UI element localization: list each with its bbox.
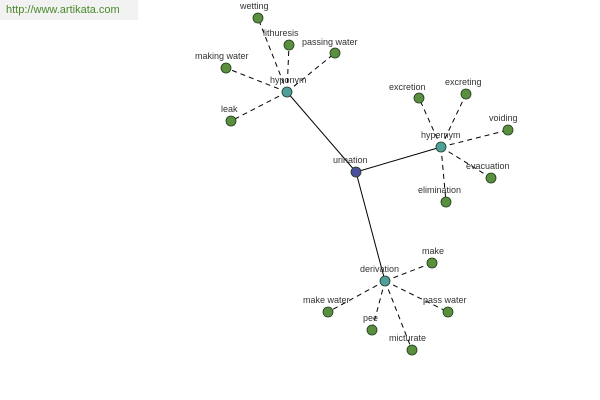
hub-label-hyponym[interactable]: hyponym xyxy=(270,75,307,85)
leaf-label-voiding[interactable]: voiding xyxy=(489,113,518,123)
root-label-urination[interactable]: urination xyxy=(333,155,368,165)
leaf-node-micturate[interactable] xyxy=(406,344,418,356)
leaf-label-leak[interactable]: leak xyxy=(221,104,238,114)
graph-edges xyxy=(225,17,509,351)
leaf-label-excretion[interactable]: excretion xyxy=(389,82,426,92)
edge-urination-hypernym xyxy=(355,146,442,173)
edge-hypernym-voiding xyxy=(440,129,509,148)
leaf-node-elimination[interactable] xyxy=(440,196,452,208)
leaf-node-lithuresis[interactable] xyxy=(283,39,295,51)
leaf-label-pass-water[interactable]: pass water xyxy=(423,295,467,305)
edge-urination-hyponym xyxy=(286,91,357,173)
leaf-node-excretion[interactable] xyxy=(413,92,425,104)
header-bar: http://www.artikata.com xyxy=(0,0,138,20)
leaf-node-pass-water[interactable] xyxy=(442,306,454,318)
leaf-node-voiding[interactable] xyxy=(502,124,514,136)
leaf-label-passing-water[interactable]: passing water xyxy=(302,37,358,47)
root-node-urination[interactable] xyxy=(350,166,362,178)
hub-label-derivation[interactable]: derivation xyxy=(360,264,399,274)
edge-hyponym-wetting xyxy=(257,17,288,93)
edge-hyponym-leak xyxy=(230,91,288,122)
edge-derivation-micturate xyxy=(384,280,413,351)
leaf-node-make[interactable] xyxy=(426,257,438,269)
leaf-label-excreting[interactable]: excreting xyxy=(445,77,482,87)
leaf-label-make-water[interactable]: make water xyxy=(303,295,350,305)
edge-hypernym-elimination xyxy=(440,146,447,203)
leaf-label-make[interactable]: make xyxy=(422,246,444,256)
leaf-label-pee[interactable]: pee xyxy=(363,313,378,323)
hub-node-hypernym[interactable] xyxy=(435,141,447,153)
edge-hypernym-evacuation xyxy=(440,146,492,179)
site-url-link[interactable]: http://www.artikata.com xyxy=(6,4,120,16)
leaf-node-passing-water[interactable] xyxy=(329,47,341,59)
leaf-label-micturate[interactable]: micturate xyxy=(389,333,426,343)
edge-hyponym-making-water xyxy=(225,67,288,93)
leaf-label-elimination[interactable]: elimination xyxy=(418,185,461,195)
edge-hypernym-excreting xyxy=(440,93,467,148)
leaf-label-wetting[interactable]: wetting xyxy=(239,1,269,11)
leaf-node-make-water[interactable] xyxy=(322,306,334,318)
leaf-label-making-water[interactable]: making water xyxy=(195,51,249,61)
edge-derivation-make-water xyxy=(327,280,386,313)
hub-label-hypernym[interactable]: hypernym xyxy=(421,130,461,140)
leaf-node-evacuation[interactable] xyxy=(485,172,497,184)
leaf-node-making-water[interactable] xyxy=(220,62,232,74)
hub-node-derivation[interactable] xyxy=(379,275,391,287)
leaf-label-evacuation[interactable]: evacuation xyxy=(466,161,510,171)
leaf-node-wetting[interactable] xyxy=(252,12,264,24)
leaf-node-excreting[interactable] xyxy=(460,88,472,100)
edge-derivation-pass-water xyxy=(384,280,449,313)
hub-node-hyponym[interactable] xyxy=(281,86,293,98)
leaf-node-pee[interactable] xyxy=(366,324,378,336)
edge-urination-derivation xyxy=(355,171,386,282)
leaf-node-leak[interactable] xyxy=(225,115,237,127)
graph-nodes xyxy=(220,12,514,356)
edge-hyponym-passing-water xyxy=(286,52,336,93)
leaf-label-lithuresis[interactable]: lithuresis xyxy=(263,28,299,38)
edge-hyponym-lithuresis xyxy=(286,44,290,93)
